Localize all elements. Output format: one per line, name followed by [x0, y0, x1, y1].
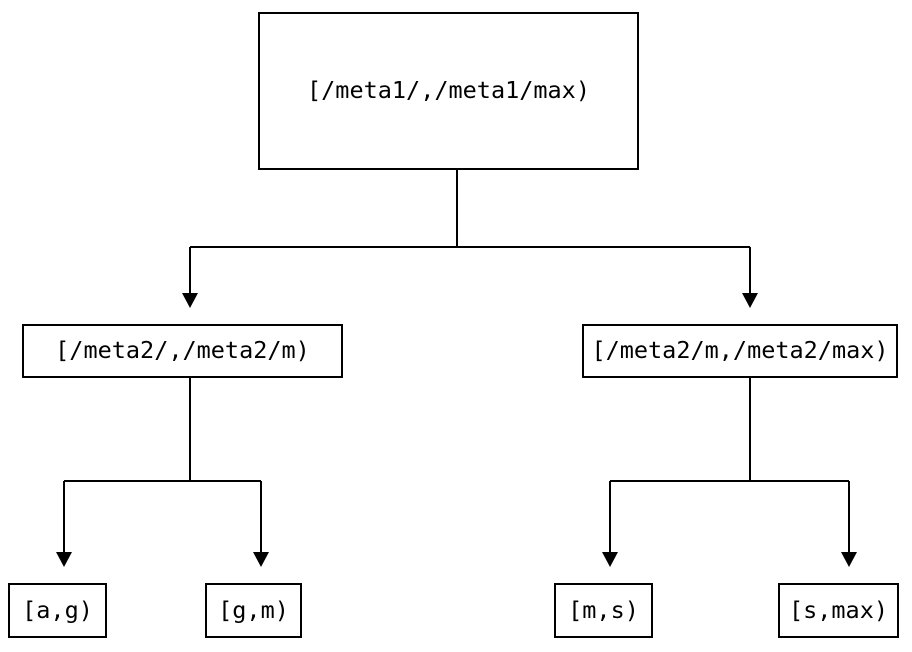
node-root: [/meta1/,/meta1/max): [258, 12, 639, 170]
node-leaf-ms-label: [m,s): [568, 595, 639, 624]
node-leaf-smax: [s,max): [778, 583, 899, 638]
node-leaf-ag-label: [a,g): [22, 595, 93, 624]
arrowhead-down-icon: [182, 293, 198, 308]
node-root-label: [/meta1/,/meta1/max): [307, 76, 590, 105]
arrowhead-down-icon: [253, 552, 269, 567]
node-leaf-smax-label: [s,max): [788, 595, 889, 624]
node-meta2-right-label: [/meta2/m,/meta2/max): [591, 336, 889, 365]
node-leaf-gm: [g,m): [205, 583, 302, 638]
node-leaf-gm-label: [g,m): [218, 595, 289, 624]
node-meta2-left-label: [/meta2/,/meta2/m): [55, 336, 310, 365]
node-meta2-left: [/meta2/,/meta2/m): [22, 324, 343, 378]
node-leaf-ms: [m,s): [554, 583, 653, 638]
node-meta2-right: [/meta2/m,/meta2/max): [582, 324, 898, 378]
node-leaf-ag: [a,g): [8, 583, 107, 638]
arrowhead-down-icon: [742, 293, 758, 308]
arrowhead-down-icon: [56, 552, 72, 567]
arrowhead-down-icon: [602, 552, 618, 567]
arrowhead-down-icon: [841, 552, 857, 567]
